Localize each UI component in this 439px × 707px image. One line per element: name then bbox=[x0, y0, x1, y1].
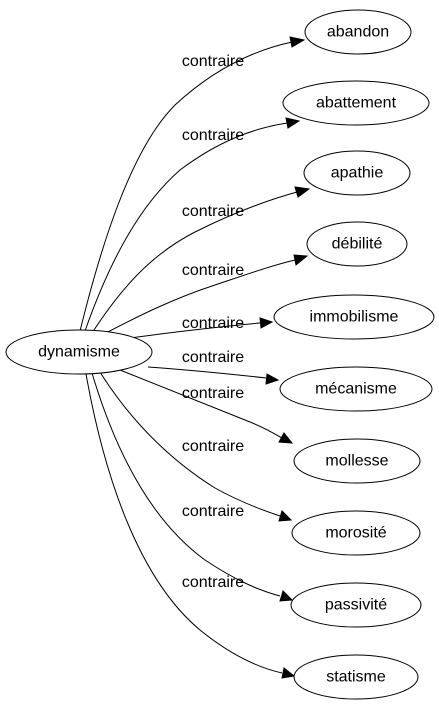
edge-statisme-arrowhead bbox=[281, 667, 296, 679]
node-debilite-label: débilité bbox=[332, 236, 383, 253]
edge-abandon bbox=[79, 41, 293, 332]
node-apathie: apathie bbox=[303, 150, 411, 196]
edge-abandon-arrowhead bbox=[289, 36, 306, 48]
node-passivite-label: passivité bbox=[325, 597, 387, 614]
edge-abattement bbox=[84, 122, 288, 332]
node-abandon: abandon bbox=[304, 9, 412, 55]
edge-passivite-arrowhead bbox=[279, 590, 294, 602]
node-statisme-label: statisme bbox=[326, 669, 386, 686]
node-source: dynamisme bbox=[5, 329, 153, 375]
edge-mecanisme-arrowhead bbox=[265, 373, 280, 385]
node-abandon-label: abandon bbox=[327, 24, 389, 41]
node-morosite-label: morosité bbox=[325, 525, 386, 542]
edge-labels: contraire contraire contraire contraire … bbox=[182, 53, 244, 591]
node-mollesse-label: mollesse bbox=[325, 453, 388, 470]
node-mollesse: mollesse bbox=[293, 438, 421, 484]
edge-label-immobilisme: contraire bbox=[182, 315, 244, 332]
node-debilite-ellipse bbox=[306, 221, 408, 267]
node-statisme: statisme bbox=[293, 654, 419, 700]
node-immobilisme: immobilisme bbox=[273, 294, 435, 340]
node-abandon-ellipse bbox=[304, 9, 412, 55]
edge-label-debilite: contraire bbox=[182, 262, 244, 279]
node-immobilisme-ellipse bbox=[273, 294, 435, 340]
edge-label-abattement: contraire bbox=[182, 127, 244, 144]
node-abattement-ellipse bbox=[282, 80, 430, 126]
edge-label-abandon: contraire bbox=[182, 53, 244, 70]
edge-statisme bbox=[85, 373, 283, 674]
edge-label-statisme: contraire bbox=[182, 574, 244, 591]
edge-immobilisme-arrowhead bbox=[259, 317, 274, 329]
edge-debilite bbox=[99, 259, 296, 337]
edge-abattement-arrowhead bbox=[285, 117, 301, 129]
node-apathie-ellipse bbox=[303, 150, 411, 196]
node-debilite: débilité bbox=[306, 221, 408, 267]
node-passivite-ellipse bbox=[290, 582, 422, 628]
node-morosite: morosité bbox=[291, 510, 421, 556]
node-morosite-ellipse bbox=[291, 510, 421, 556]
node-source-ellipse bbox=[5, 329, 153, 375]
node-statisme-ellipse bbox=[293, 654, 419, 700]
edge-label-passivite: contraire bbox=[182, 503, 244, 520]
node-mecanisme: mécanisme bbox=[279, 366, 433, 412]
node-abattement: abattement bbox=[282, 80, 430, 126]
edge-morosite-arrowhead bbox=[278, 510, 293, 522]
node-abattement-label: abattement bbox=[316, 95, 397, 112]
edge-label-mollesse: contraire bbox=[182, 385, 244, 402]
node-mecanisme-label: mécanisme bbox=[315, 381, 397, 398]
node-source-label: dynamisme bbox=[38, 344, 120, 361]
edge-mollesse-arrowhead bbox=[278, 432, 294, 444]
node-mollesse-ellipse bbox=[293, 438, 421, 484]
node-immobilisme-label: immobilisme bbox=[310, 309, 399, 326]
edge-passivite bbox=[91, 372, 281, 597]
node-apathie-label: apathie bbox=[331, 165, 384, 182]
edge-mollesse bbox=[119, 369, 283, 439]
edge-apathie bbox=[91, 191, 298, 334]
edge-label-mecanisme: contraire bbox=[182, 349, 244, 366]
edge-morosite bbox=[99, 371, 281, 517]
node-passivite: passivité bbox=[290, 582, 422, 628]
edge-label-morosite: contraire bbox=[182, 438, 244, 455]
edge-label-apathie: contraire bbox=[182, 203, 244, 220]
target-nodes: abandon abattement apathie débilité immo… bbox=[273, 9, 435, 700]
node-mecanisme-ellipse bbox=[279, 366, 433, 412]
edge-debilite-arrowhead bbox=[293, 254, 309, 266]
edge-apathie-arrowhead bbox=[294, 186, 311, 198]
edge-mecanisme bbox=[147, 366, 267, 379]
